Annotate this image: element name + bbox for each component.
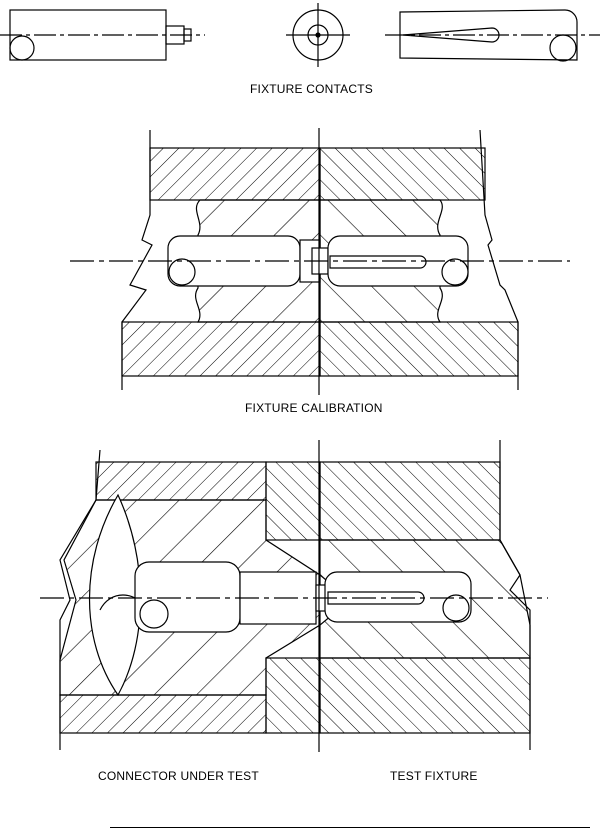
caption-test-fixture: TEST FIXTURE xyxy=(390,769,478,783)
pin-contact-side-view xyxy=(0,9,205,61)
calibration-assembly xyxy=(70,129,570,390)
socket-contact-side-view xyxy=(385,9,600,62)
caption-connector-under-test: CONNECTOR UNDER TEST xyxy=(98,769,259,783)
caption-fixture-calibration: FIXTURE CALIBRATION xyxy=(245,401,383,415)
bottom-rule xyxy=(110,827,590,828)
test-assembly xyxy=(40,440,548,750)
caption-fixture-contacts: FIXTURE CONTACTS xyxy=(250,82,373,96)
contact-end-view xyxy=(286,3,350,67)
